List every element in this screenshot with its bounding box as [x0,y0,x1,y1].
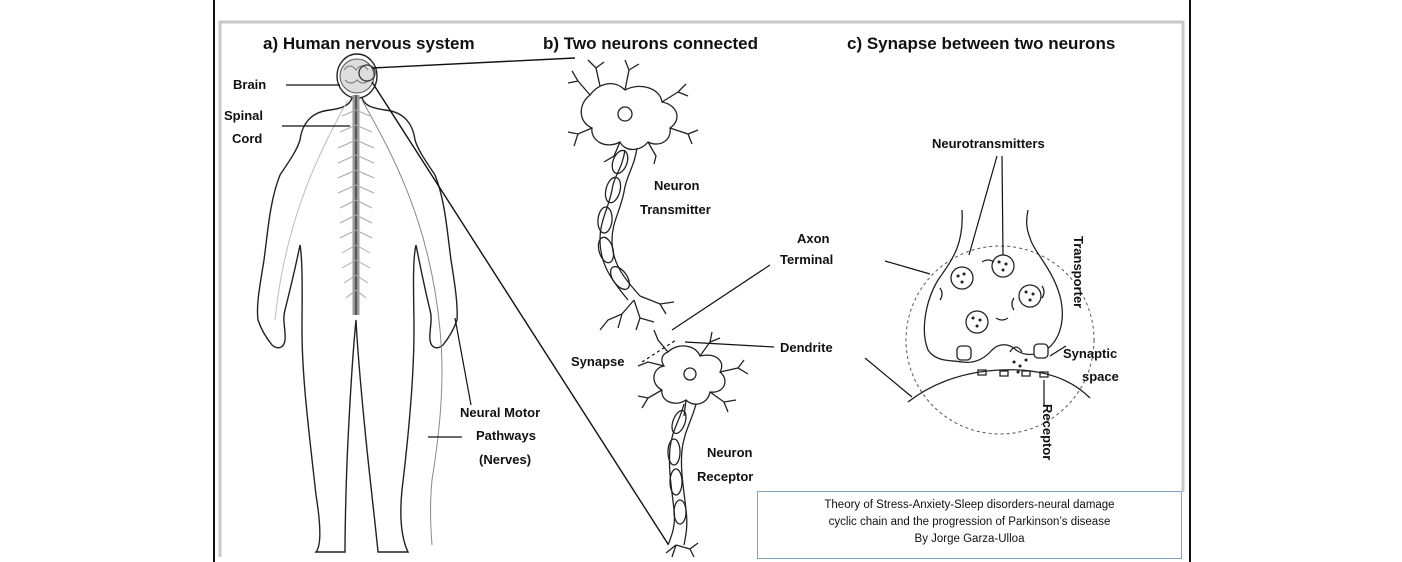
dendrite-label: Dendrite [780,340,833,355]
panel-c-title: c) Synapse between two neurons [847,34,1115,53]
credit-box: Theory of Stress-Anxiety-Sleep disorders… [757,491,1182,559]
brain-label: Brain [233,77,266,92]
synaptic-space-label-2: space [1082,369,1119,384]
synapse-detail-graphic [906,210,1094,434]
panel-b-title: b) Two neurons connected [543,34,758,53]
panel-a-leaders [282,85,471,437]
neural-motor-label-2: Pathways [476,428,536,443]
credit-line-1: Theory of Stress-Anxiety-Sleep disorders… [758,497,1181,514]
brain-graphic [340,59,375,93]
credit-line-2: cyclic chain and the progression of Park… [758,514,1181,531]
synaptic-space-label-1: Synaptic [1063,346,1117,361]
axon-terminal-label-1: Axon [797,231,830,246]
neuron-transmitter-label-2: Transmitter [640,202,711,217]
receptor-vertical-label: Receptor [1040,404,1055,460]
spinal-cord-label-2: Cord [232,131,262,146]
neuron-transmitter-graphic [568,60,698,330]
neuron-receptor-label-1: Neuron [707,445,753,460]
credit-line-3: By Jorge Garza-Ulloa [758,531,1181,548]
neuron-receptor-label-2: Receptor [697,469,753,484]
panel-a-title: a) Human nervous system [263,34,475,53]
spinal-cord-graphic [275,95,442,545]
synapse-label: Synapse [571,354,624,369]
axon-terminal-label-2: Terminal [780,252,833,267]
spinal-cord-label-1: Spinal [224,108,263,123]
transporter-label: Transporter [1071,236,1086,308]
neural-motor-label-1: Neural Motor [460,405,540,420]
brain-to-neuron-connectors [372,58,668,544]
neuron-transmitter-label-1: Neuron [654,178,700,193]
neural-motor-label-3: (Nerves) [479,452,531,467]
neurotransmitters-label: Neurotransmitters [932,136,1045,151]
panel-b-leaders [642,265,774,362]
